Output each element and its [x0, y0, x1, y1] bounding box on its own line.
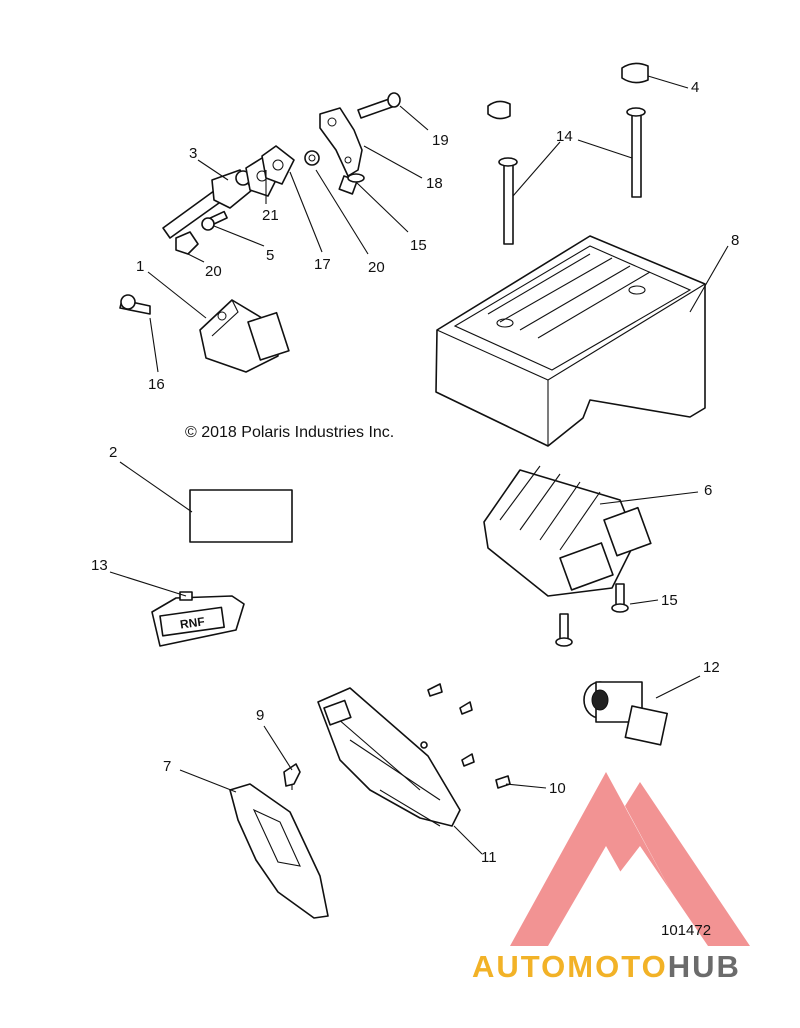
callout-1: 1	[136, 258, 145, 275]
watermark-brand: AUTOMOTOHUB	[472, 949, 741, 985]
callout-6: 6	[704, 482, 713, 499]
callout-9: 9	[256, 707, 265, 724]
leader-lines	[109, 75, 729, 855]
callout-2: 2	[109, 444, 118, 461]
rocker-switch-icon	[151, 591, 245, 647]
bolt-icon	[338, 173, 365, 195]
bolt-icon	[201, 210, 228, 231]
callout-17: 17	[314, 256, 331, 273]
long-bolt-icon	[498, 107, 646, 245]
callout-16: 16	[148, 376, 165, 393]
callout-13: 13	[91, 557, 108, 574]
brand-auto: AUTO	[472, 949, 568, 984]
gasket-icon	[245, 145, 295, 197]
callout-14: 14	[556, 128, 573, 145]
nut-icon	[175, 150, 320, 255]
bracket-icon	[319, 107, 363, 177]
callout-15-top: 15	[410, 237, 427, 254]
callout-15-bottom: 15	[661, 592, 678, 609]
callout-5: 5	[266, 247, 275, 264]
callout-8: 8	[731, 232, 740, 249]
cap-icon	[487, 62, 649, 120]
bolt-icon	[119, 294, 151, 315]
mounting-plate-icon	[229, 783, 329, 919]
callout-4: 4	[691, 79, 700, 96]
cover-icon	[435, 235, 706, 447]
temperature-sensor-icon	[162, 169, 253, 239]
regulator-icon	[483, 465, 652, 597]
switch-label: RNF	[179, 614, 206, 632]
figure-number: 101472	[661, 922, 712, 939]
label-icon	[189, 489, 293, 543]
map-sensor-icon	[199, 299, 290, 373]
callout-7: 7	[163, 758, 172, 775]
callout-3: 3	[189, 145, 198, 162]
screw-icon	[420, 683, 511, 789]
callout-20-right: 20	[368, 259, 385, 276]
callout-18: 18	[426, 175, 443, 192]
key-switch-icon	[583, 681, 669, 746]
callout-19: 19	[432, 132, 449, 149]
callout-20-left: 20	[205, 263, 222, 280]
callout-11: 11	[481, 849, 497, 866]
push-rivet-icon	[283, 763, 301, 790]
callout-12: 12	[703, 659, 720, 676]
copyright-notice: © 2018 Polaris Industries Inc.	[185, 424, 395, 441]
watermark-logo-icon	[510, 772, 750, 946]
bolt-icon	[555, 583, 629, 647]
brand-hub: HUB	[667, 949, 741, 984]
callout-21: 21	[262, 207, 279, 224]
bolt-icon	[357, 92, 401, 119]
ecu-icon	[317, 687, 461, 827]
brand-moto: MOTO	[567, 949, 668, 984]
callout-10: 10	[549, 780, 566, 797]
